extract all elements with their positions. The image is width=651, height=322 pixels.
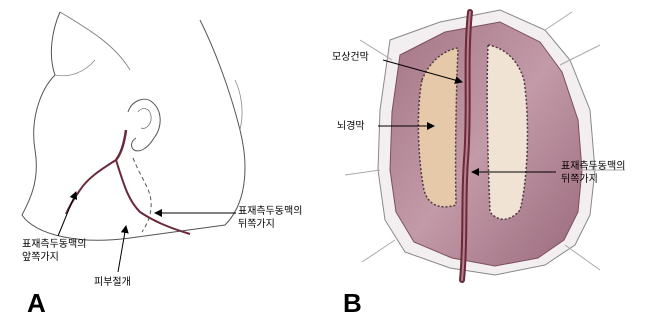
face-line-2 — [55, 60, 95, 76]
panel-b-illustration — [345, 10, 625, 280]
label-anterior-branch: 표재측두동맥의 앞쪽가지 — [22, 238, 86, 264]
label-skin-incision: 피부절개 — [94, 276, 131, 289]
ear — [128, 99, 160, 151]
artery-posterior-branch — [116, 160, 190, 234]
label-posterior-branch-b: 표재측두동맥의 뒤쪽가지 — [561, 160, 625, 186]
panel-a-illustration — [22, 12, 245, 272]
arrow-skin-incision — [118, 226, 126, 272]
skin-incision-line — [133, 158, 151, 232]
panel-letter-a: A — [27, 290, 46, 316]
panel-letter-b: B — [343, 290, 362, 316]
face-line — [60, 12, 130, 70]
label-dura: 뇌경막 — [337, 120, 365, 133]
artery-anterior-branch — [66, 160, 116, 214]
label-posterior-branch-a: 표재측두동맥의 뒤쪽가지 — [238, 205, 302, 231]
head-outline — [22, 12, 245, 240]
superficial-temporal-artery — [66, 130, 190, 234]
arrow-anterior-branch — [58, 192, 76, 236]
label-galea: 모상건막 — [332, 51, 369, 64]
artery-trunk — [116, 130, 126, 160]
